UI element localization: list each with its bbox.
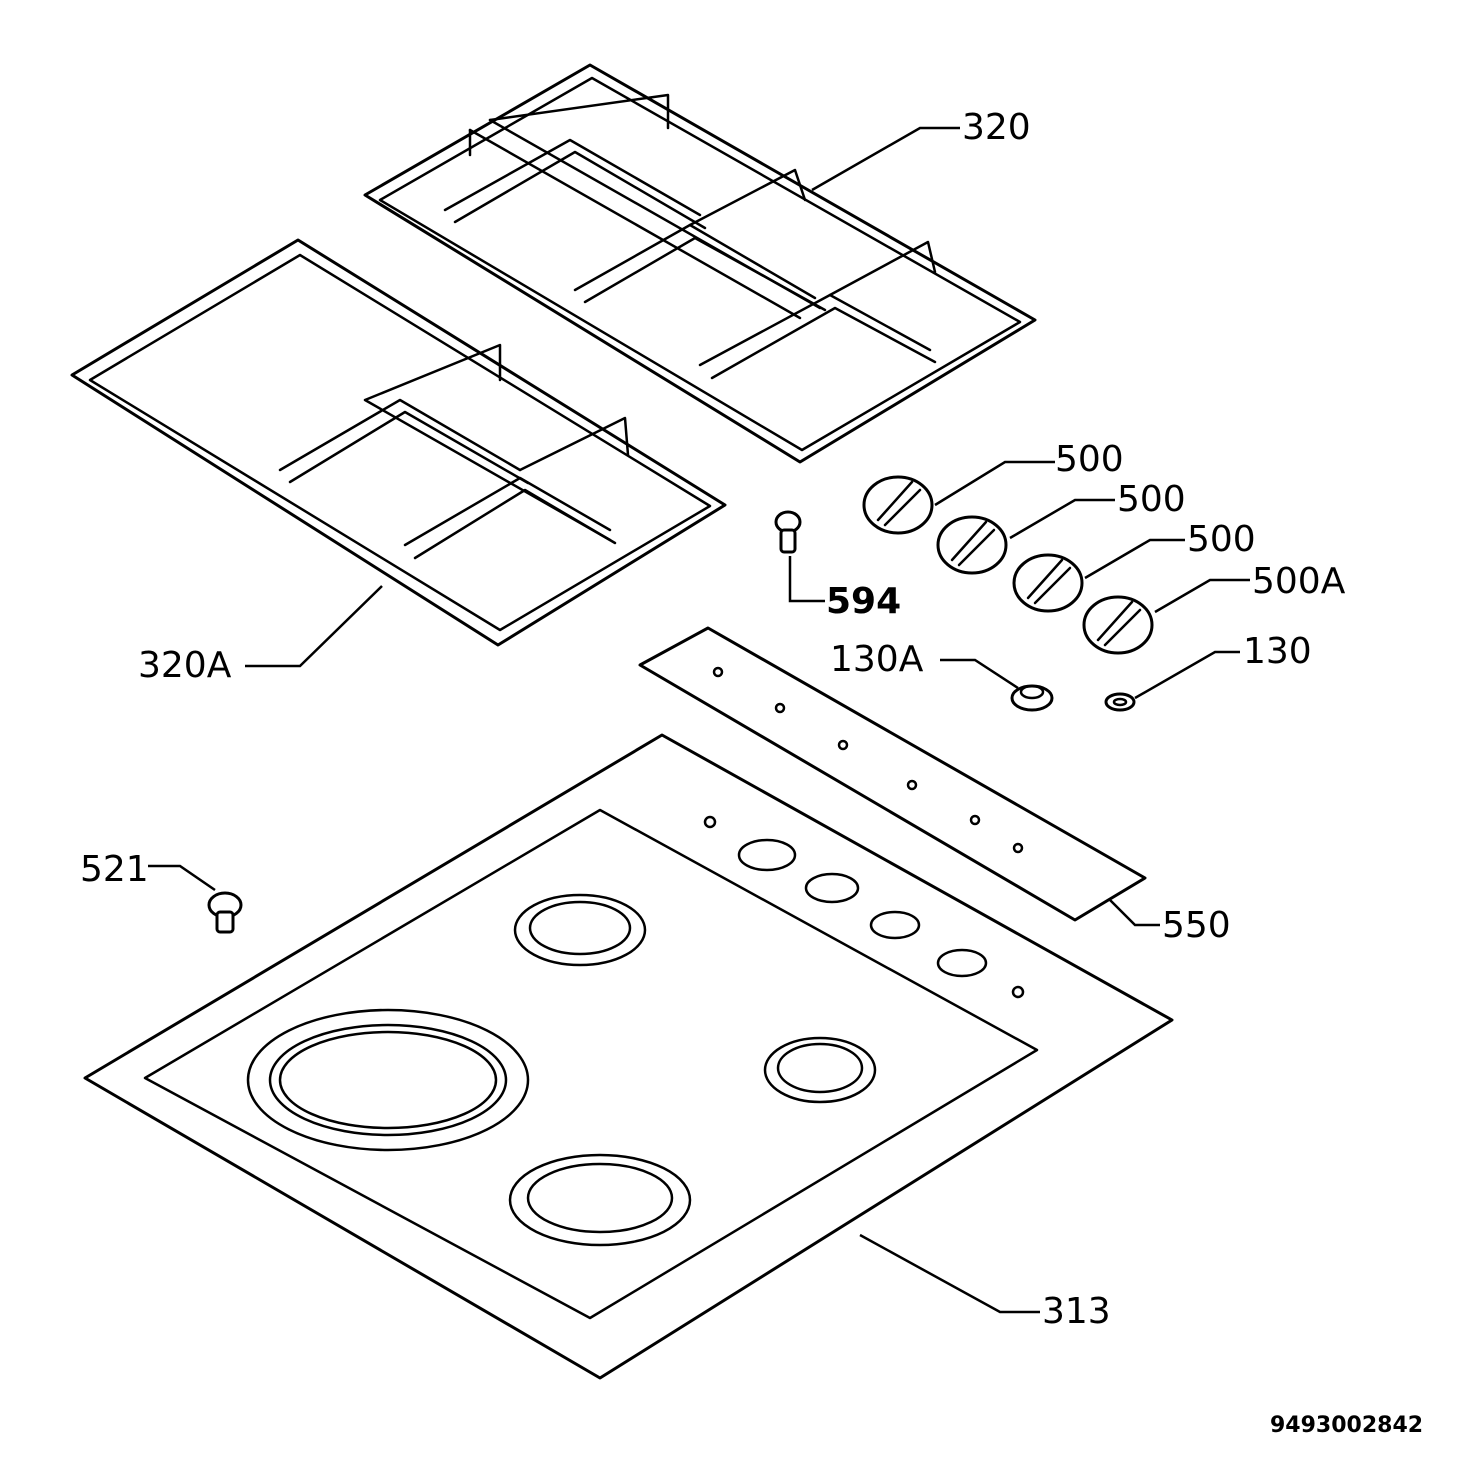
callout-320A: 320A xyxy=(138,645,232,686)
pan-support-320A xyxy=(70,238,727,647)
trim-strip-550 xyxy=(638,626,1147,922)
callout-313: 313 xyxy=(1042,1291,1111,1332)
grommet-130A xyxy=(1010,684,1054,712)
callout-521: 521 xyxy=(80,849,149,890)
screw-594 xyxy=(774,510,802,554)
callout-130A: 130A xyxy=(830,639,924,680)
callout-500-1: 500 xyxy=(1055,439,1124,480)
pan-support-320 xyxy=(363,63,1037,464)
cooktop-313 xyxy=(83,733,1174,1380)
screw-521 xyxy=(207,891,243,934)
callout-500A: 500A xyxy=(1252,561,1346,602)
callout-130: 130 xyxy=(1243,631,1312,672)
callout-594: 594 xyxy=(826,581,902,622)
knob-500-3 xyxy=(1012,553,1084,613)
control-knobs xyxy=(862,475,1154,655)
knob-500A xyxy=(1082,595,1154,655)
callout-500-2: 500 xyxy=(1117,479,1186,520)
drawing-reference-code: 9493002842 xyxy=(1270,1413,1424,1438)
callout-320: 320 xyxy=(962,107,1031,148)
callout-550: 550 xyxy=(1162,905,1231,946)
knob-500-2 xyxy=(936,515,1008,575)
knob-500-1 xyxy=(862,475,934,535)
leader-lines xyxy=(148,126,1250,1314)
callout-500-3: 500 xyxy=(1187,519,1256,560)
washer-130 xyxy=(1104,692,1136,712)
